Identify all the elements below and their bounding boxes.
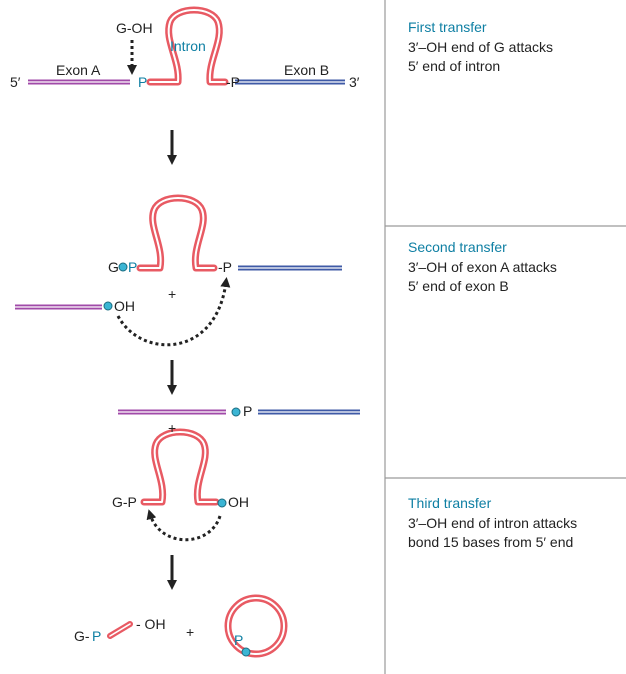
stage1-p-right: -P — [226, 74, 240, 90]
g-oh-label: G-OH — [116, 20, 153, 36]
stage2-oh-dot — [103, 301, 113, 311]
stage5-g: G- — [74, 628, 90, 644]
exon-a-label: Exon A — [56, 62, 101, 78]
stage2-attack-arrow — [116, 277, 231, 347]
step1-title: First transfer — [408, 19, 487, 35]
step2-title: Second transfer — [408, 239, 507, 255]
stage5-lariat — [224, 594, 288, 658]
stage5-fragment — [107, 621, 133, 639]
stage3-dot — [231, 407, 241, 417]
stage5-oh: - OH — [136, 616, 166, 632]
step3-line2: bond 15 bases from 5′ end — [408, 534, 574, 550]
stage4-oh: OH — [228, 494, 249, 510]
stage2-g: G — [108, 259, 119, 275]
step1-line2: 5′ end of intron — [408, 58, 501, 74]
stage1-intron-loop — [146, 6, 229, 86]
stage2-oh: OH — [114, 298, 135, 314]
stage2-g-dot — [118, 262, 128, 272]
stage5-p: P — [92, 628, 102, 644]
stage2-plus: + — [168, 286, 177, 302]
stage4-oh-dot — [217, 498, 227, 508]
stage5-circle-p: P — [234, 632, 244, 648]
three-prime-label: 3′ — [349, 74, 360, 90]
stage3-plus: + — [168, 420, 177, 436]
stage1-p-left: P — [138, 74, 148, 90]
intron-label: Intron — [170, 38, 206, 54]
stage4-gp: G-P — [112, 494, 137, 510]
stage2-p-right: -P — [218, 259, 232, 275]
stage4-intron-loop — [140, 428, 220, 506]
stage3-p: P — [243, 403, 253, 419]
step2-line2: 5′ end of exon B — [408, 278, 509, 294]
step1-line1: 3′–OH end of G attacks — [408, 39, 554, 55]
stage2-p: P — [128, 259, 138, 275]
step3-title: Third transfer — [408, 495, 492, 511]
stage2-intron-loop — [136, 194, 218, 272]
step3-line1: 3′–OH end of intron attacks — [408, 515, 578, 531]
step2-line1: 3′–OH of exon A attacks — [408, 259, 557, 275]
exon-b-label: Exon B — [284, 62, 330, 78]
five-prime-label: 5′ — [10, 74, 21, 90]
stage5-plus: + — [186, 624, 195, 640]
stage5-circle-dot — [241, 647, 251, 657]
stage4-attack-arrow — [146, 509, 222, 542]
